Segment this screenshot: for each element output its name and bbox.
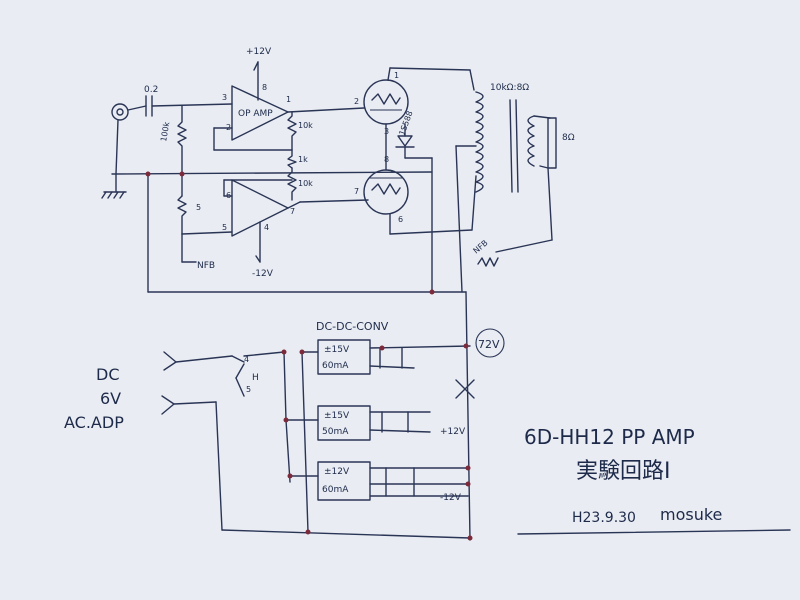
svg-text:1: 1 <box>394 71 399 80</box>
switch-icon <box>231 355 245 397</box>
svg-text:7: 7 <box>354 187 359 196</box>
svg-text:60mA: 60mA <box>322 361 349 371</box>
supply-pos-label: +12V <box>246 47 272 57</box>
svg-text:60mA: 60mA <box>322 485 349 495</box>
converter-2: ±15V 50mA <box>285 405 431 441</box>
speaker-label: 8Ω <box>562 133 575 143</box>
svg-text:50mA: 50mA <box>322 427 349 437</box>
svg-text:2: 2 <box>354 97 359 106</box>
nfb-label-left: NFB <box>197 261 215 271</box>
drawing-author: mosuke <box>660 505 722 524</box>
power-title: DC-DC-CONV <box>316 320 389 333</box>
speaker <box>547 117 557 169</box>
svg-text:3: 3 <box>222 93 227 102</box>
feedback-divider: 10k 1k 10k <box>287 111 313 201</box>
svg-text:±15V: ±15V <box>324 411 350 421</box>
transformer-label: 10kΩ:8Ω <box>490 83 529 93</box>
input-capacitor-label: 0.2 <box>144 85 158 95</box>
svg-text:±12V: ±12V <box>324 467 350 477</box>
opamp-upper: OP AMP +12V 8 3 2 1 <box>213 47 365 151</box>
title-block: 6D-HH12 PP AMP 実験回路Ⅰ H23.9.30 mosuke <box>517 425 791 535</box>
converter-1: ±15V 60mA <box>301 339 471 375</box>
svg-text:6: 6 <box>398 215 403 224</box>
svg-text:7: 7 <box>290 207 295 216</box>
input-resistor-label: 100k <box>159 121 171 143</box>
input-jack <box>111 103 129 121</box>
power-section: DC-DC-CONV 72V DC 6V AC.ADP 4 5 H ±15V 6… <box>64 171 505 541</box>
switch-label: H <box>252 373 259 383</box>
supply-neg-label: -12V <box>252 269 274 279</box>
drawing-date: H23.9.30 <box>572 510 636 526</box>
hv-label-circle <box>475 328 505 358</box>
svg-text:8: 8 <box>262 83 267 92</box>
dc-input-label-1: DC <box>96 365 120 384</box>
opamp-label: OP AMP <box>238 109 273 119</box>
svg-text:10k: 10k <box>298 121 313 130</box>
svg-text:10k: 10k <box>298 179 313 188</box>
svg-text:4: 4 <box>264 223 269 232</box>
svg-text:4: 4 <box>244 355 249 364</box>
tube-section: 1 2 3 8 7 6 1S588 <box>354 67 477 293</box>
svg-text:±15V: ±15V <box>324 345 350 355</box>
svg-text:5: 5 <box>222 223 227 232</box>
dc-input-label-3: AC.ADP <box>64 413 124 432</box>
output-transformer: 10kΩ:8Ω 8Ω NFB <box>455 83 575 293</box>
output-neg-label: -12V <box>440 493 462 503</box>
input-section: 0.2 100k 5 NFB <box>101 85 433 293</box>
opamp-lower: 6 5 4 7 -12V <box>222 179 369 279</box>
svg-text:5: 5 <box>196 203 201 212</box>
hv-label: 72V <box>478 338 500 351</box>
lower-pot <box>177 195 187 235</box>
output-pos-label: +12V <box>440 427 466 437</box>
ground-icon <box>101 173 127 199</box>
drawing-title: 6D-HH12 PP AMP <box>524 425 695 449</box>
dc-input-label-2: 6V <box>100 389 121 408</box>
converter-3: ±12V 60mA <box>289 461 469 501</box>
svg-text:5: 5 <box>246 385 251 394</box>
drawing-subtitle: 実験回路Ⅰ <box>576 459 671 484</box>
svg-text:1: 1 <box>286 95 291 104</box>
svg-text:1k: 1k <box>298 155 308 164</box>
input-resistor <box>177 105 187 175</box>
